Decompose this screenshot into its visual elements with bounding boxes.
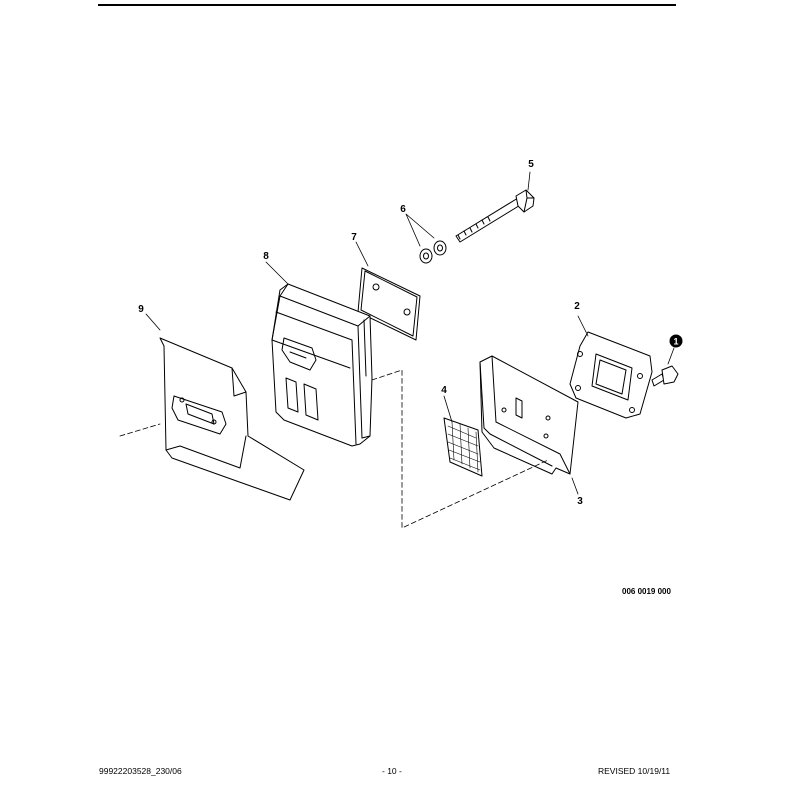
part-2-gasket xyxy=(569,331,653,419)
callout-3: 3 xyxy=(577,496,583,507)
revision-date: REVISED 10/19/11 xyxy=(598,766,671,776)
callout-2: 2 xyxy=(574,301,580,312)
callout-8: 8 xyxy=(263,251,269,262)
part-7-plate xyxy=(357,267,421,341)
callout-5: 5 xyxy=(528,159,534,170)
callout-7: 7 xyxy=(351,232,357,243)
part-1-screw xyxy=(651,365,679,387)
part-4-screen xyxy=(443,417,483,477)
callout-9: 9 xyxy=(138,304,144,315)
document-number: 99922203528_230/06 xyxy=(99,766,182,776)
diagram-reference-code: 006 0019 000 xyxy=(622,587,671,596)
callout-1: 1 xyxy=(669,334,683,348)
part-8-muffler xyxy=(271,283,373,447)
callout-6: 6 xyxy=(400,204,406,215)
part-9-heat-shield xyxy=(159,337,305,501)
part-6-washers xyxy=(419,240,447,264)
leader-lines xyxy=(119,171,675,529)
callout-4: 4 xyxy=(441,385,447,396)
top-rule xyxy=(98,4,676,6)
part-5-bolt xyxy=(455,189,535,243)
callout-labels: 5 6 7 8 9 2 4 3 1 xyxy=(138,159,683,507)
callout-1-number: 1 xyxy=(673,337,678,347)
page-number: - 10 - xyxy=(382,766,402,776)
part-3-bracket xyxy=(479,355,579,475)
